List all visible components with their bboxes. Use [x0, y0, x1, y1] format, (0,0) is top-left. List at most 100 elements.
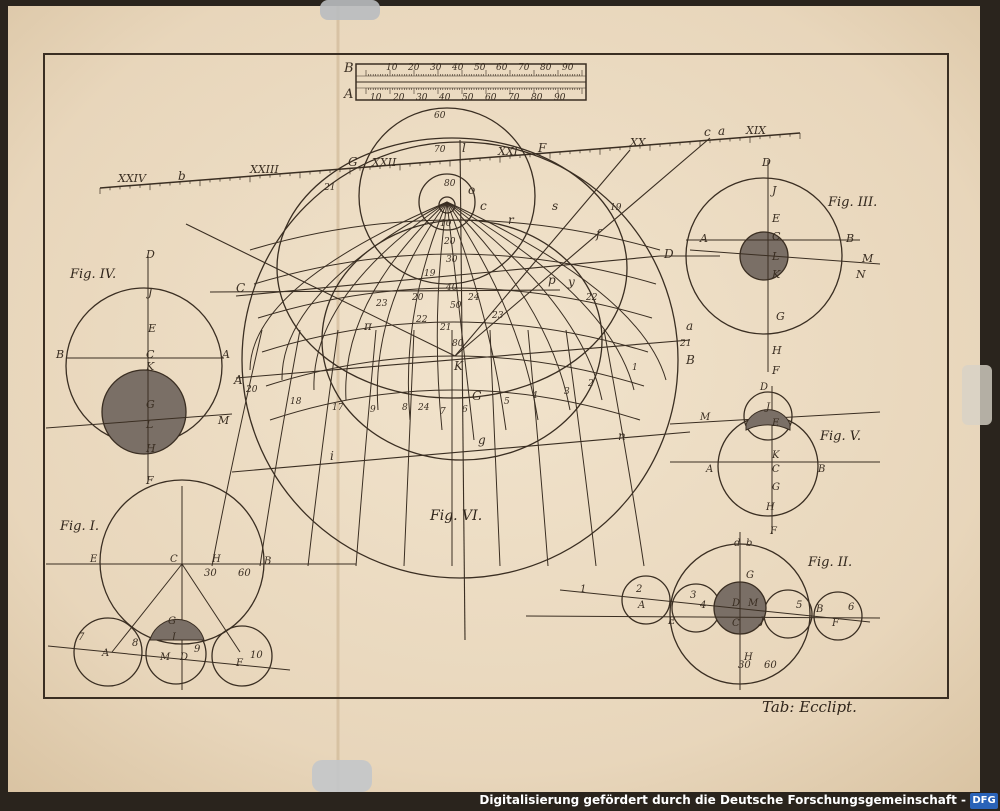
fig6-number: 20	[245, 385, 258, 395]
fig6-number: 20	[443, 237, 456, 247]
fig6-upper-circle	[358, 107, 536, 285]
ecliptic-numeral: G	[348, 155, 358, 169]
fig6-meridian	[313, 201, 448, 391]
fig6-parallel	[261, 321, 649, 353]
fig3-label: F	[771, 364, 780, 377]
fig4-caption: Fig. IV.	[69, 267, 116, 282]
fig6-lower-meridian	[403, 329, 415, 567]
fig6-parallel	[257, 287, 653, 319]
fig2-label: E	[667, 616, 676, 627]
clip-bottom	[312, 760, 372, 792]
fig2-label: b	[746, 538, 752, 549]
fig6-label: c	[480, 199, 487, 213]
fig6-label: n	[618, 429, 626, 443]
fig2-label: A	[637, 600, 645, 611]
fig6-label: i	[330, 449, 334, 463]
fig6-label: D	[663, 247, 674, 261]
fig1-caption: Fig. I.	[59, 519, 99, 534]
fig6-number: 20	[411, 293, 424, 303]
fig1-group	[46, 479, 356, 690]
ecliptic-numeral: XX	[629, 136, 647, 149]
fig2-label: C	[732, 618, 740, 629]
plate-caption: Tab: Ecclipt.	[762, 698, 857, 716]
fig6-number: 40	[445, 283, 458, 293]
fig4-label: M	[217, 414, 230, 427]
fig6-lower-meridian	[489, 329, 501, 567]
fig3-label: G	[776, 310, 785, 323]
ecliptic-numeral: XXI	[497, 145, 519, 158]
fig6-label: A	[233, 373, 243, 387]
fig6-meridian	[249, 201, 448, 371]
ecliptic-numeral: XIX	[745, 124, 767, 137]
fig6-lower-meridian	[565, 329, 597, 567]
fig1-label: M	[159, 652, 171, 663]
fig6-parallel	[269, 389, 641, 421]
fig6-parallel	[253, 253, 657, 285]
fig6-number: 4	[531, 391, 538, 401]
fig4-label: L	[145, 418, 153, 431]
ruler-number-a: 30	[416, 93, 428, 103]
fig4-label: C	[146, 348, 155, 361]
fig1-label: 60	[238, 568, 251, 579]
fig1-circle-f	[211, 625, 273, 687]
fig6-lower-meridian	[307, 329, 339, 567]
fig6-label: K	[453, 359, 464, 373]
fig4-label: K	[145, 360, 155, 373]
fig5-label: E	[771, 418, 780, 429]
clip-right	[962, 365, 992, 425]
fig6-number: 50	[450, 301, 462, 311]
fig2-label: 5	[796, 600, 802, 611]
fig5-label: A	[705, 464, 713, 475]
clip-top	[320, 0, 380, 20]
fig6-lower-meridian	[211, 329, 263, 567]
fig1-label: B	[263, 556, 271, 567]
fig6-label: y	[567, 275, 575, 289]
fig6-label: o	[468, 183, 475, 197]
fig6-number: 80	[444, 179, 456, 189]
fig1-label: C	[170, 554, 178, 565]
fig1-label: 7	[78, 632, 85, 643]
ruler-number-b: 60	[496, 63, 508, 73]
fig6-number: 21	[679, 339, 691, 349]
fig6-number: 23	[375, 299, 388, 309]
fig2-label: 1	[580, 584, 586, 595]
fig6-label: l	[462, 141, 466, 155]
fig6-label: a	[686, 319, 693, 333]
ruler-number-a: 90	[554, 93, 566, 103]
fig6-number: 7	[440, 407, 446, 417]
fig1-label: D	[179, 652, 188, 663]
fig6-lower-meridian	[259, 329, 301, 567]
fig2-label: B	[815, 604, 823, 615]
fig3-label: J	[770, 184, 777, 197]
fig2-label: 6	[848, 602, 855, 613]
fig4-label: G	[146, 398, 155, 411]
fig6-label: G	[472, 389, 482, 403]
ruler-number-b: 20	[407, 63, 420, 73]
fig1-circle-a	[73, 617, 143, 687]
ecliptic-numeral: XXIII	[249, 163, 279, 176]
fig6-meridians	[211, 201, 667, 567]
fig6-number: 17	[332, 403, 344, 413]
fig5-label: J	[764, 402, 771, 413]
fig2-label: d	[734, 538, 740, 549]
scale-row-b-label: B	[343, 61, 354, 76]
fig6-lower-meridian	[603, 329, 645, 567]
fig1-label: H	[211, 554, 221, 565]
fig3-label: C	[772, 230, 781, 243]
fig4-group	[45, 256, 233, 482]
fig6-number: 22	[585, 293, 598, 303]
fig1-label: 8	[132, 638, 138, 649]
dfg-logo: DFG	[970, 793, 998, 809]
fig6-number: 24	[467, 293, 480, 303]
fig2-circle-a	[621, 575, 671, 625]
fig3-label: D	[761, 156, 771, 169]
fig2-label: 2	[635, 584, 642, 595]
fig6-number: 2	[587, 379, 594, 389]
fig6-inner-circle	[418, 173, 476, 231]
digitization-footer: Digitalisierung gefördert durch die Deut…	[479, 793, 966, 807]
